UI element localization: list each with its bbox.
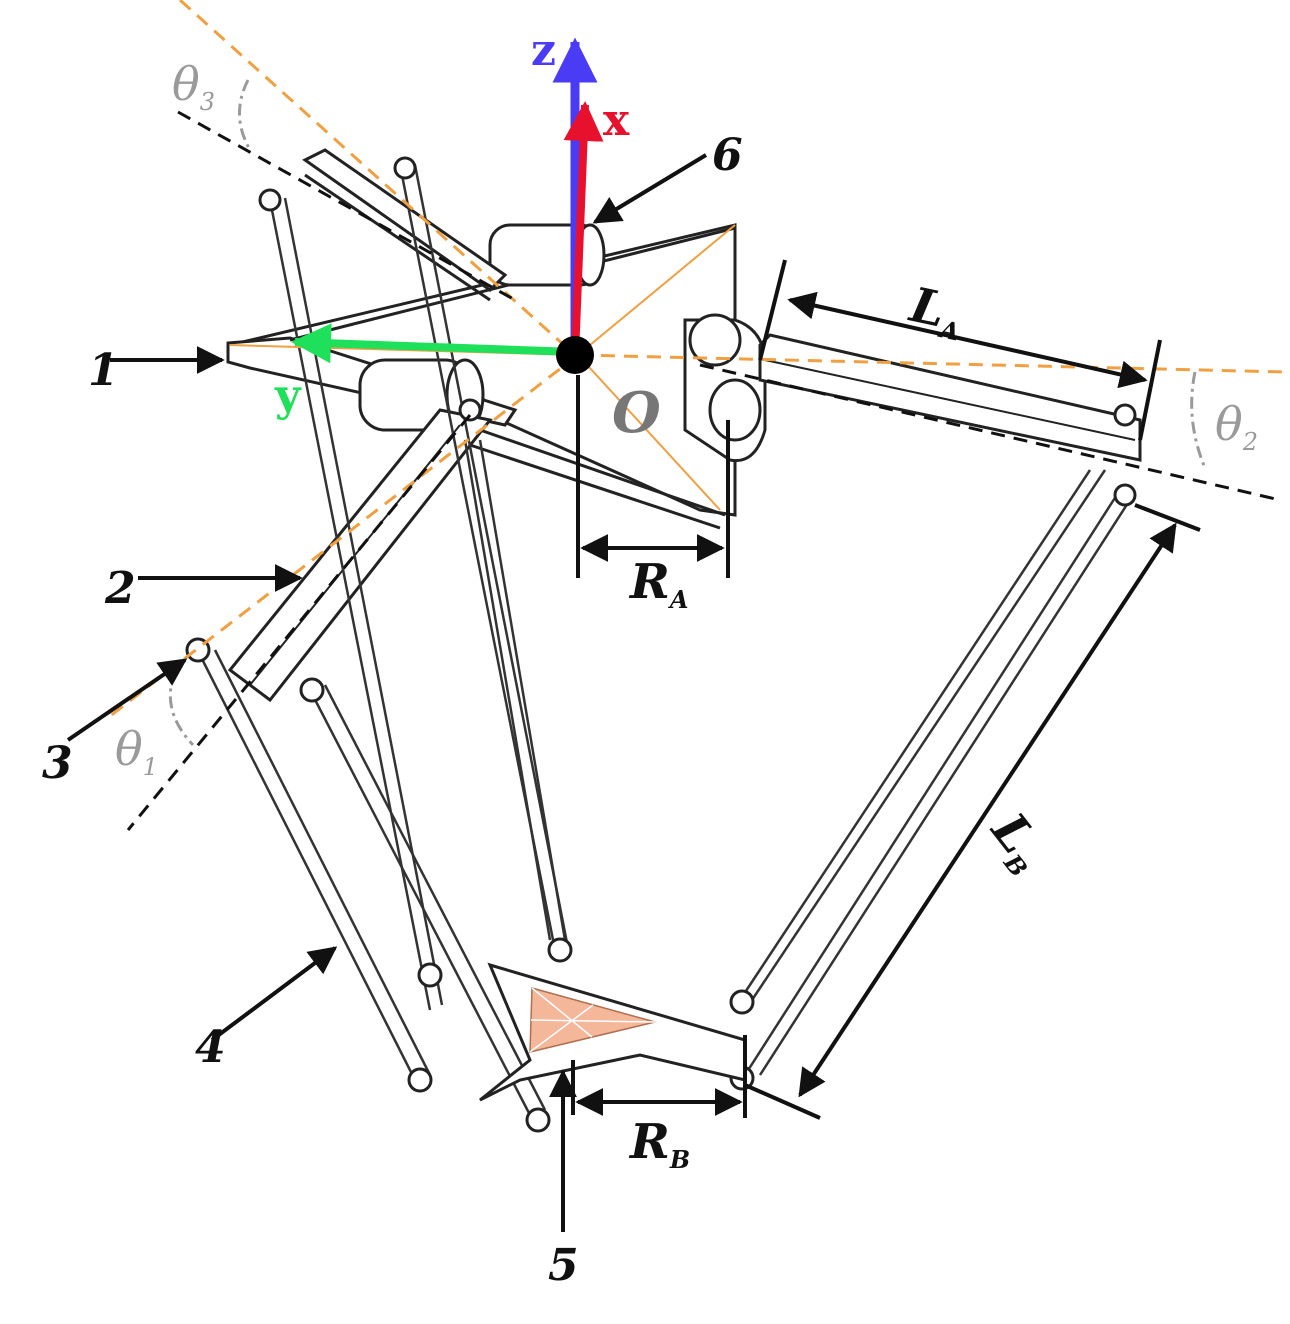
part-label-5: 5 xyxy=(548,1240,579,1291)
upper-arm-top xyxy=(302,148,508,302)
leader-arrows xyxy=(66,153,708,1232)
labels: z x y O 1 2 3 4 5 6 θ3 θ2 θ1 LA LB RA RB xyxy=(42,25,1258,1291)
moving-platform xyxy=(479,962,747,1102)
y-axis-label: y xyxy=(274,370,302,421)
z-axis-label: z xyxy=(531,25,556,76)
leader-part-4 xyxy=(210,946,338,1042)
LA-label: LA xyxy=(903,277,969,347)
motor-right xyxy=(683,313,767,463)
theta1-label: θ1 xyxy=(115,722,158,781)
x-axis-label: x xyxy=(603,95,630,146)
RA-label: RA xyxy=(628,554,689,614)
dim-RA xyxy=(576,375,730,578)
leader-part-3 xyxy=(66,658,188,742)
motor-top xyxy=(488,223,606,287)
part-label-6: 6 xyxy=(712,130,743,181)
ball-joints xyxy=(185,156,1137,1133)
theta2-label: θ2 xyxy=(1215,397,1258,456)
part-label-3: 3 xyxy=(42,738,73,789)
coordinate-axes xyxy=(291,37,604,374)
dim-LA xyxy=(758,259,1162,441)
origin-label: O xyxy=(612,380,661,446)
x-axis-arrow xyxy=(563,101,604,356)
LB-label: LB xyxy=(976,801,1058,882)
part-label-2: 2 xyxy=(104,563,136,614)
part-label-1: 1 xyxy=(88,345,119,396)
theta3-label: θ3 xyxy=(172,57,215,116)
platform-centroid-lines xyxy=(529,987,656,1053)
dim-LB xyxy=(744,503,1201,1120)
y-axis-arrow xyxy=(291,323,576,364)
upper-arm-right xyxy=(758,333,1142,462)
origin-dot xyxy=(556,336,594,374)
RB-label: RB xyxy=(628,1114,690,1174)
part-label-4: 4 xyxy=(195,1022,226,1073)
leader-part-6 xyxy=(592,153,708,224)
